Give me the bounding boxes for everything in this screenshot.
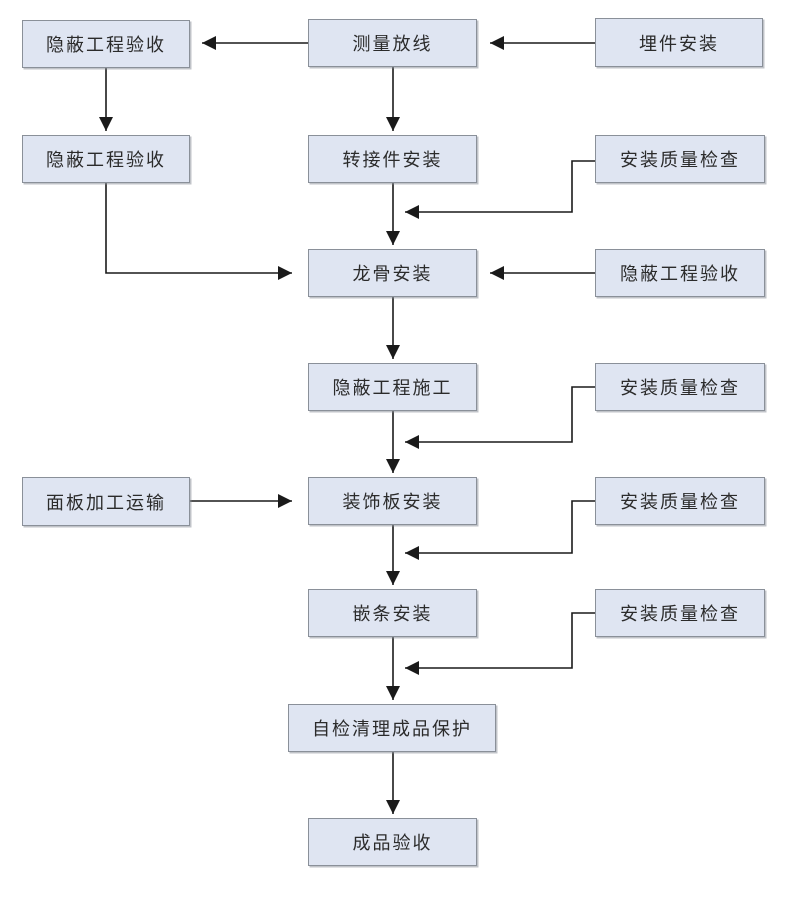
node-finished-product-acceptance: 成品验收 [308, 818, 477, 866]
node-trim-strip-installation: 嵌条安装 [308, 589, 477, 637]
node-installation-quality-check-1: 安装质量检查 [595, 135, 765, 183]
node-embedded-parts-installation: 埋件安装 [595, 18, 763, 67]
node-installation-quality-check-3: 安装质量检查 [595, 477, 765, 525]
node-hidden-work-acceptance-2: 隐蔽工程验收 [22, 135, 190, 183]
node-hidden-work-construction: 隐蔽工程施工 [308, 363, 477, 411]
node-hidden-work-acceptance-1: 隐蔽工程验收 [22, 20, 190, 68]
node-hidden-work-acceptance-3: 隐蔽工程验收 [595, 249, 765, 297]
edge-qualitycheck4-join-arrow [405, 612, 595, 675]
node-installation-quality-check-4: 安装质量检查 [595, 589, 765, 637]
node-self-check-cleaning-product-protection: 自检清理成品保护 [288, 704, 496, 752]
node-panel-processing-transport: 面板加工运输 [22, 477, 190, 526]
edge-qualitycheck2-join-arrow [405, 386, 595, 449]
node-decorative-panel-installation: 装饰板安装 [308, 477, 477, 525]
edge-qualitycheck1-join-arrow [405, 160, 595, 219]
node-installation-quality-check-2: 安装质量检查 [595, 363, 765, 411]
edge-qualitycheck3-join-arrow [405, 500, 595, 560]
node-survey-setting-out: 测量放线 [308, 19, 477, 67]
node-adapter-installation: 转接件安装 [308, 135, 477, 183]
edge-acceptance2-to-keel-arrow [105, 183, 292, 280]
node-keel-installation: 龙骨安装 [308, 249, 477, 297]
